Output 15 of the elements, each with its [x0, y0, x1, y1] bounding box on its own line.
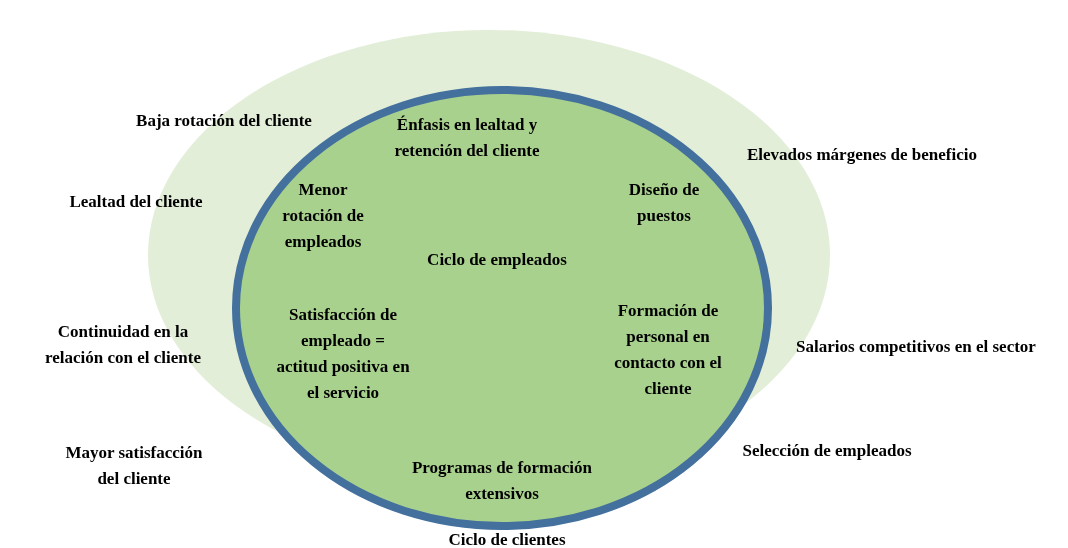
text-label: Continuidad en la relación con el cliente — [44, 321, 202, 369]
text-label: Diseño de puestos — [627, 179, 701, 227]
text-label: Programas de formación extensivos — [410, 457, 593, 505]
text-label: Elevados márgenes de beneficio — [746, 144, 978, 166]
text-label: Mayor satisfacción del cliente — [64, 442, 204, 490]
text-label: Ciclo de clientes — [447, 529, 567, 548]
text-label: Formación de personal en contacto con el cliente — [613, 300, 723, 400]
text-label: Énfasis en lealtad y retención del cliente — [393, 114, 541, 162]
text-label: Lealtad del cliente — [68, 191, 204, 213]
cycle-title: Ciclo de empleados — [426, 249, 568, 271]
text-label: Salarios competitivos en el sector — [795, 336, 1037, 358]
text-label: Selección de empleados — [741, 440, 913, 462]
text-label: Satisfacción de empleado = actitud positiva en el servicio — [276, 304, 410, 404]
text-label: Baja rotación del cliente — [135, 110, 313, 132]
text-label: Menor rotación de empleados — [281, 179, 365, 253]
